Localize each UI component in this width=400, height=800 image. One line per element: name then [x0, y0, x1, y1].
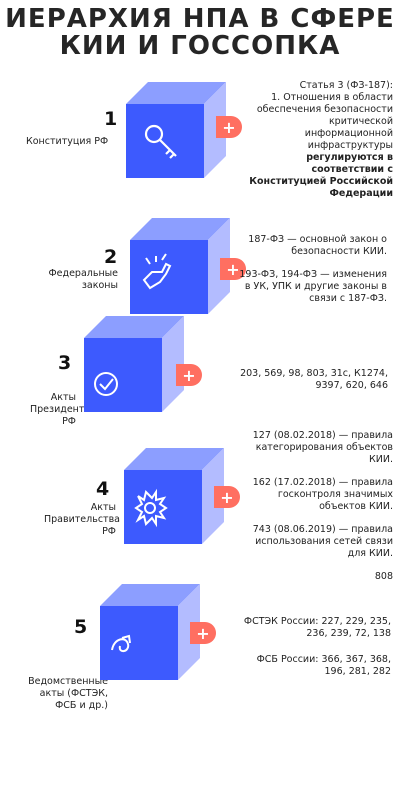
level-number: 3 [58, 352, 72, 374]
desc-bold: регулируются в соответствии с Конституци… [249, 152, 393, 199]
level-description: 187-ФЗ — основной закон о безопасности К… [232, 234, 387, 316]
desc-paragraph: ФСБ России: 366, 367, 368, 196, 281, 282 [256, 654, 391, 677]
desc-paragraph: 187-ФЗ — основной закон о безопасности К… [248, 234, 387, 257]
hand-icon [142, 253, 172, 290]
level-number: 2 [104, 246, 118, 268]
level-description: Статья 3 (ФЗ-187): 1. Отношения в област… [248, 80, 393, 200]
level-label: Ведомственные акты (ФСТЭК, ФСБ и др.) [28, 676, 108, 711]
level-number: 4 [96, 478, 110, 500]
title-line-1: ИЕРАРХИЯ НПА В СФЕРЕ [5, 4, 395, 34]
level-label: Федеральные законы [48, 268, 118, 291]
arrow-curve-icon [111, 634, 131, 652]
desc-paragraph: 193-ФЗ, 194-ФЗ — изменения в УК, УПК и д… [239, 269, 387, 304]
cube [126, 82, 236, 178]
cube [84, 316, 194, 412]
expand-plus-button[interactable]: + [190, 622, 216, 644]
cube [100, 584, 210, 680]
check-badge-icon [94, 372, 118, 396]
level-number: 5 [74, 616, 88, 638]
level-label: Акты Правительства РФ [44, 502, 120, 537]
cube [130, 218, 240, 314]
expand-plus-button[interactable]: + [176, 364, 202, 386]
key-icon [144, 124, 177, 159]
level-description: ФСТЭК России: 227, 229, 235, 236, 239, 7… [234, 616, 391, 689]
level-number: 1 [104, 108, 118, 130]
desc-paragraph: 127 (08.02.2018) — правила категорирован… [252, 430, 393, 465]
level-description: 127 (08.02.2018) — правила категорирован… [240, 430, 393, 594]
expand-plus-button[interactable]: + [220, 258, 246, 280]
title-line-2: КИИ И ГОССОПКА [59, 31, 341, 61]
expand-plus-button[interactable]: + [214, 486, 240, 508]
desc-paragraph: 743 (08.06.2019) — правила использования… [252, 524, 393, 559]
cube [124, 448, 234, 544]
gear-burst-icon [134, 488, 168, 528]
desc-paragraph: 162 (17.02.2018) — правила госконтроля з… [252, 477, 393, 512]
desc-paragraph: ФСТЭК России: 227, 229, 235, 236, 239, 7… [243, 616, 391, 639]
desc-intro: Статья 3 (ФЗ-187): [299, 80, 393, 91]
expand-plus-button[interactable]: + [216, 116, 242, 138]
desc-paragraph: 203, 569, 98, 803, 31с, К1274, 9397, 620… [240, 368, 388, 391]
page-title: ИЕРАРХИЯ НПА В СФЕРЕ КИИ И ГОССОПКА [0, 6, 400, 60]
desc-normal: 1. Отношения в области обеспечения безоп… [256, 92, 393, 151]
level-description: 203, 569, 98, 803, 31с, К1274, 9397, 620… [236, 368, 388, 403]
desc-paragraph: 808 [374, 571, 393, 582]
level-label: Конституция РФ [26, 136, 109, 147]
level-label: Акты Президента РФ [30, 392, 91, 427]
